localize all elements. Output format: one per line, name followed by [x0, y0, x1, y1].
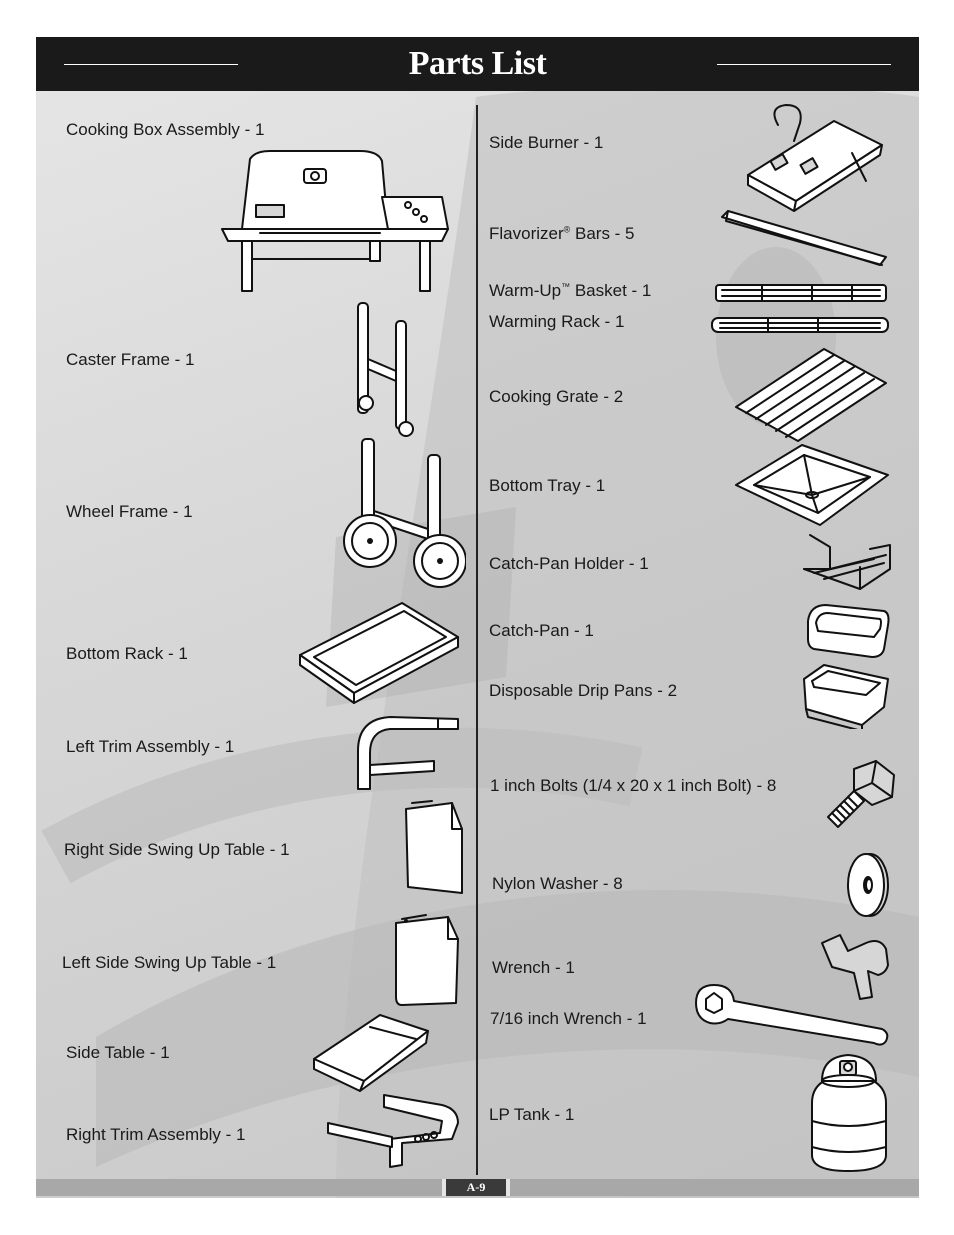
caster-frame-icon — [357, 302, 414, 437]
part-label: 7/16 inch Wrench - 1 — [490, 1009, 647, 1028]
parts-list-page: Parts List Cooking Box Assembly - 1 Cast… — [36, 37, 919, 1198]
part-label: 1 inch Bolts (1/4 x 20 x 1 inch Bolt) - … — [490, 776, 777, 795]
catch-pan-holder-icon — [803, 534, 891, 590]
part-label: Nylon Washer - 8 — [492, 874, 623, 893]
right-trim-assembly-icon — [327, 1094, 459, 1168]
drip-pans-icon — [803, 664, 889, 729]
side-burner-icon — [747, 104, 883, 212]
cooking-grate-icon — [735, 348, 887, 442]
part-label: Left Side Swing Up Table - 1 — [62, 953, 277, 972]
left-swing-table-icon — [395, 914, 459, 1006]
right-swing-table-icon — [405, 800, 463, 894]
part-label: Right Trim Assembly - 1 — [66, 1125, 246, 1144]
part-label: Catch-Pan - 1 — [489, 621, 594, 640]
part-label: Cooking Box Assembly - 1 — [66, 120, 265, 139]
page-header: Parts List — [36, 37, 919, 91]
flavorizer-bars-icon — [721, 210, 887, 266]
washer-icon — [847, 853, 889, 917]
part-label: Side Table - 1 — [66, 1043, 170, 1062]
page-footer-bar: A-9 — [36, 1179, 919, 1196]
page-number: A-9 — [446, 1179, 506, 1196]
part-label: Bottom Tray - 1 — [489, 476, 606, 495]
column-divider — [476, 105, 478, 1175]
bolt-icon — [827, 760, 895, 828]
wrench-icon — [821, 934, 889, 1000]
part-label: LP Tank - 1 — [489, 1105, 575, 1124]
catch-pan-icon — [807, 604, 890, 658]
part-label: Side Burner - 1 — [489, 133, 604, 152]
part-label: Catch-Pan Holder - 1 — [489, 554, 649, 573]
part-label: Right Side Swing Up Table - 1 — [64, 840, 290, 859]
part-label: Warming Rack - 1 — [489, 312, 625, 331]
lp-tank-icon — [811, 1054, 887, 1172]
part-label: Caster Frame - 1 — [66, 350, 195, 369]
part-label: Wrench - 1 — [492, 958, 575, 977]
part-label: Wheel Frame - 1 — [66, 502, 193, 521]
bottom-tray-icon — [735, 444, 889, 526]
open-wrench-icon — [695, 984, 889, 1046]
part-label: Bottom Rack - 1 — [66, 644, 188, 663]
warming-rack-icon — [711, 317, 889, 333]
wheel-frame-icon — [343, 438, 466, 588]
left-trim-assembly-icon — [357, 716, 459, 790]
warm-up-basket-icon — [715, 284, 887, 302]
part-label: Disposable Drip Pans - 2 — [489, 681, 678, 700]
header-rule-right — [717, 64, 891, 65]
bottom-rack-icon — [299, 602, 459, 704]
page-title: Parts List — [408, 45, 547, 82]
side-table-icon — [313, 1014, 429, 1092]
cooking-box-assembly-icon — [221, 150, 449, 292]
part-label: Left Trim Assembly - 1 — [66, 737, 235, 756]
part-label: Flavorizer® Bars - 5 — [489, 224, 635, 243]
part-label: Warm-Up™ Basket - 1 — [489, 281, 652, 300]
header-rule-left — [64, 64, 238, 65]
part-label: Cooking Grate - 2 — [489, 387, 624, 406]
